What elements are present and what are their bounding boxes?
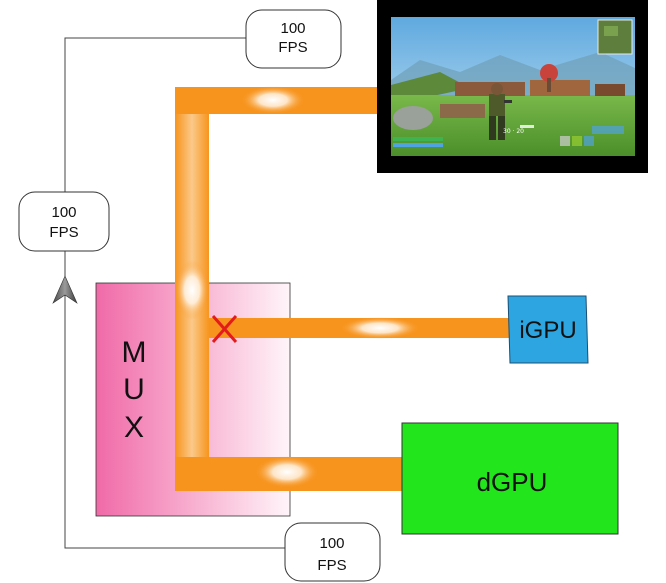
igpu-label: iGPU (519, 317, 576, 344)
arrow-up-icon (52, 275, 78, 304)
fps-unit: FPS (278, 39, 307, 56)
igpu-chip: iGPU (507, 295, 589, 364)
dgpu-chip: dGPU (401, 422, 619, 535)
fps-value: 100 (280, 20, 305, 37)
game-character (489, 83, 512, 140)
igpu-pipe (209, 317, 509, 339)
mux-letter-m: M (122, 336, 147, 369)
fps-unit: FPS (317, 557, 346, 574)
fps-badge-bottom: 100 FPS (284, 522, 381, 582)
mux-letter-x: X (124, 411, 144, 444)
game-hud-ammo: 30 · 20 (503, 128, 524, 135)
dgpu-label: dGPU (477, 467, 548, 497)
fps-badge-middle: 100 FPS (18, 191, 110, 252)
fps-value: 100 (51, 204, 76, 221)
fps-unit: FPS (49, 224, 78, 241)
game-screenshot: 30 · 20 (391, 17, 635, 156)
fps-value: 100 (319, 535, 344, 552)
blocked-x-icon (211, 315, 238, 343)
fps-badge-top: 100 FPS (245, 9, 342, 69)
signal-pipe (175, 86, 403, 491)
mux-letter-u: U (123, 373, 145, 406)
monitor: 30 · 20 (377, 0, 648, 173)
